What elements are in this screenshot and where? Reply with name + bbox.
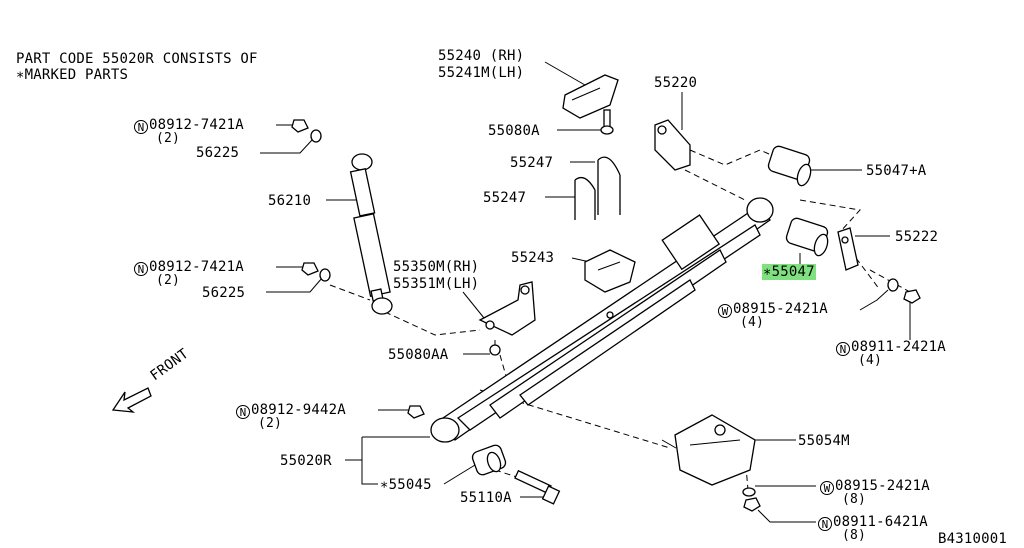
n-prefix-icon: N: [236, 405, 250, 419]
w-prefix-icon: W: [820, 481, 834, 495]
bushing-55047-lower: [785, 217, 829, 257]
shackle-55222: [837, 227, 859, 271]
front-arrow-icon: [111, 387, 152, 413]
leader-lines: [260, 61, 911, 523]
highlighted-part-number: ∗55047: [762, 264, 816, 280]
w-prefix-icon: W: [718, 304, 732, 318]
shock-absorber-56210: [349, 153, 393, 315]
callout-55220: 55220: [654, 75, 698, 91]
qty-08915-2421a-lower: (8): [842, 492, 867, 507]
callout-55080a: 55080A: [488, 123, 540, 139]
bracket-55350m: [478, 281, 536, 336]
pad-55243: [584, 249, 636, 293]
bolt-55110a: [514, 469, 561, 505]
callout-55351m: 55351M(LH): [393, 276, 480, 292]
callout-55047a: 55047+A: [866, 163, 927, 179]
fasteners-left: [291, 119, 501, 419]
n-prefix-icon: N: [134, 262, 148, 276]
spring-seat-55054m: [661, 414, 756, 486]
qty-08911-2421a: (4): [858, 353, 883, 368]
callout-55054m: 55054M: [798, 433, 850, 449]
qty-08911-6421a: (8): [842, 528, 867, 543]
callout-55247-upper: 55247: [510, 155, 554, 171]
callout-55241m: 55241M(LH): [438, 65, 525, 81]
qty-08912-7421a-lower: (2): [156, 273, 181, 288]
callout-55045: ∗55045: [380, 477, 432, 493]
callout-55222: 55222: [895, 229, 939, 245]
u-bolts-55247: [574, 156, 621, 220]
callout-55350m: 55350M(RH): [393, 259, 480, 275]
callout-55247-lower: 55247: [483, 190, 527, 206]
callout-55110a: 55110A: [460, 490, 512, 506]
bracket-55220: [654, 119, 691, 171]
callout-56225-upper: 56225: [196, 145, 240, 161]
bushing-55045: [471, 444, 507, 476]
leaf-spring-55020r: [430, 197, 774, 443]
callout-55240: 55240 (RH): [438, 48, 525, 64]
n-prefix-icon: N: [818, 517, 832, 531]
n-prefix-icon: N: [836, 342, 850, 356]
qty-08912-9442a: (2): [258, 416, 283, 431]
n-prefix-icon: N: [134, 120, 148, 134]
callout-56210: 56210: [268, 193, 312, 209]
callout-55243: 55243: [511, 250, 555, 266]
header-line1: PART CODE 55020R CONSISTS OF: [16, 51, 258, 67]
qty-08915-2421a-upper: (4): [740, 315, 765, 330]
qty-08912-7421a-upper: (2): [156, 131, 181, 146]
bracket-55240: [562, 74, 619, 135]
callout-55080aa: 55080AA: [388, 347, 449, 363]
diagram-code: B4310001: [938, 531, 1008, 547]
callout-55047: ∗55047: [762, 264, 816, 280]
header-line2: ∗MARKED PARTS: [16, 67, 129, 83]
callout-55020r: 55020R: [280, 453, 332, 469]
fasteners-right: [742, 278, 921, 512]
bushing-55047-upper: [767, 145, 812, 187]
callout-56225-lower: 56225: [202, 285, 246, 301]
